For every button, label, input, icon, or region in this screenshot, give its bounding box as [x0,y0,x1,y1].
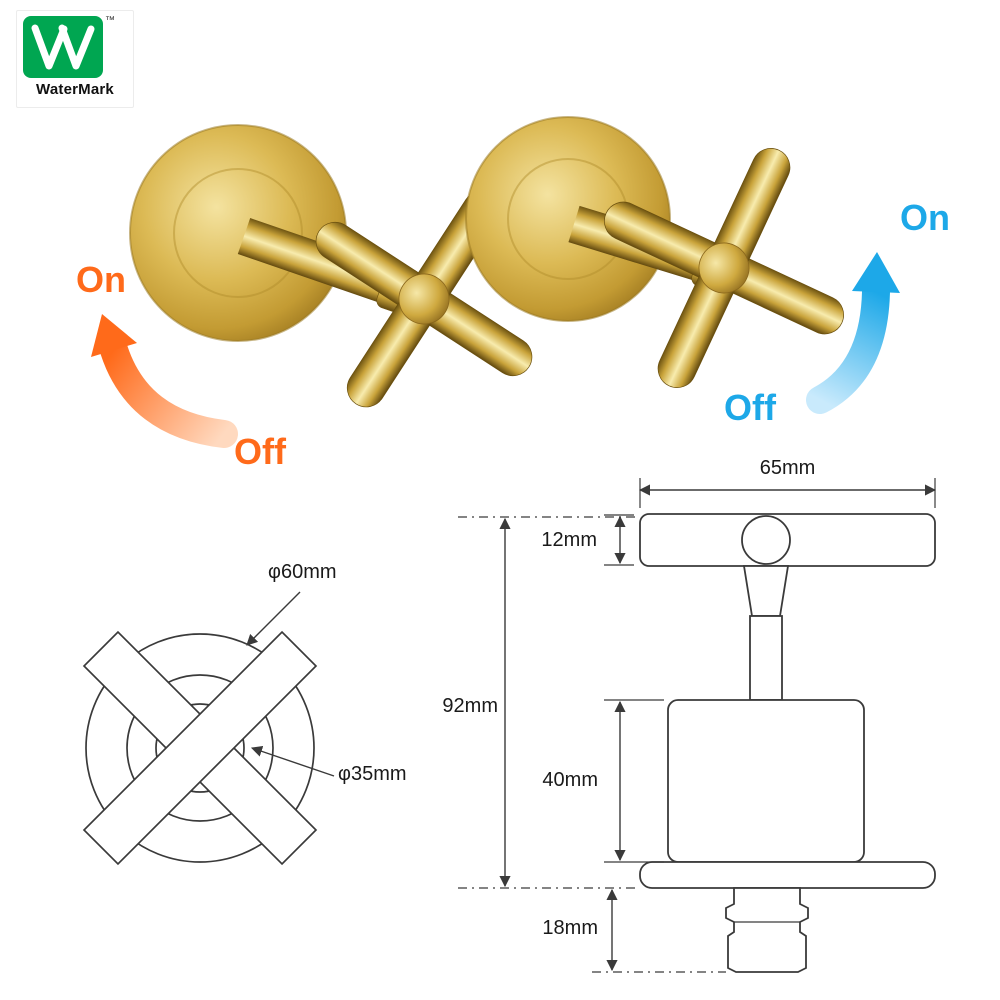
side-handle-hub [741,515,791,565]
dim-inner-diameter-label: φ35mm [338,763,407,785]
left-off-label: Off [234,431,286,472]
dim-connector-height-label: 18mm [542,917,598,939]
tap-left [129,124,533,408]
side-connector [725,887,809,973]
watermark-label: WaterMark [36,81,114,98]
tap-right-cross-handle [604,148,844,388]
dimension-lines [458,478,937,973]
watermark-logo-mark [23,16,103,78]
side-body [667,699,865,863]
dim-total-height-label: 92mm [442,695,498,717]
side-flange [639,861,936,889]
watermark-logo: ™ WaterMark [16,10,134,108]
dim-outer-diameter-label: φ60mm [268,561,337,583]
dim-body-height-label: 40mm [542,769,598,791]
watermark-w-icon [23,16,103,78]
side-stem [749,615,783,701]
rotate-on-arrow-right [806,252,900,414]
rotate-on-arrow-left [91,314,238,448]
side-neck [742,565,790,617]
dim-handle-height-label: 12mm [541,529,597,551]
tap-right [465,116,844,388]
leader-outer-diameter [246,591,301,646]
front-view-drawing [82,591,335,866]
left-on-label: On [76,259,126,300]
side-view-drawing [639,513,936,973]
right-off-label: Off [724,387,776,428]
leader-inner-diameter [250,745,335,777]
trademark-symbol: ™ [105,15,115,26]
dim-width-label: 65mm [759,457,816,479]
tap-left-cross-handle [315,190,533,408]
right-on-label: On [900,197,950,238]
